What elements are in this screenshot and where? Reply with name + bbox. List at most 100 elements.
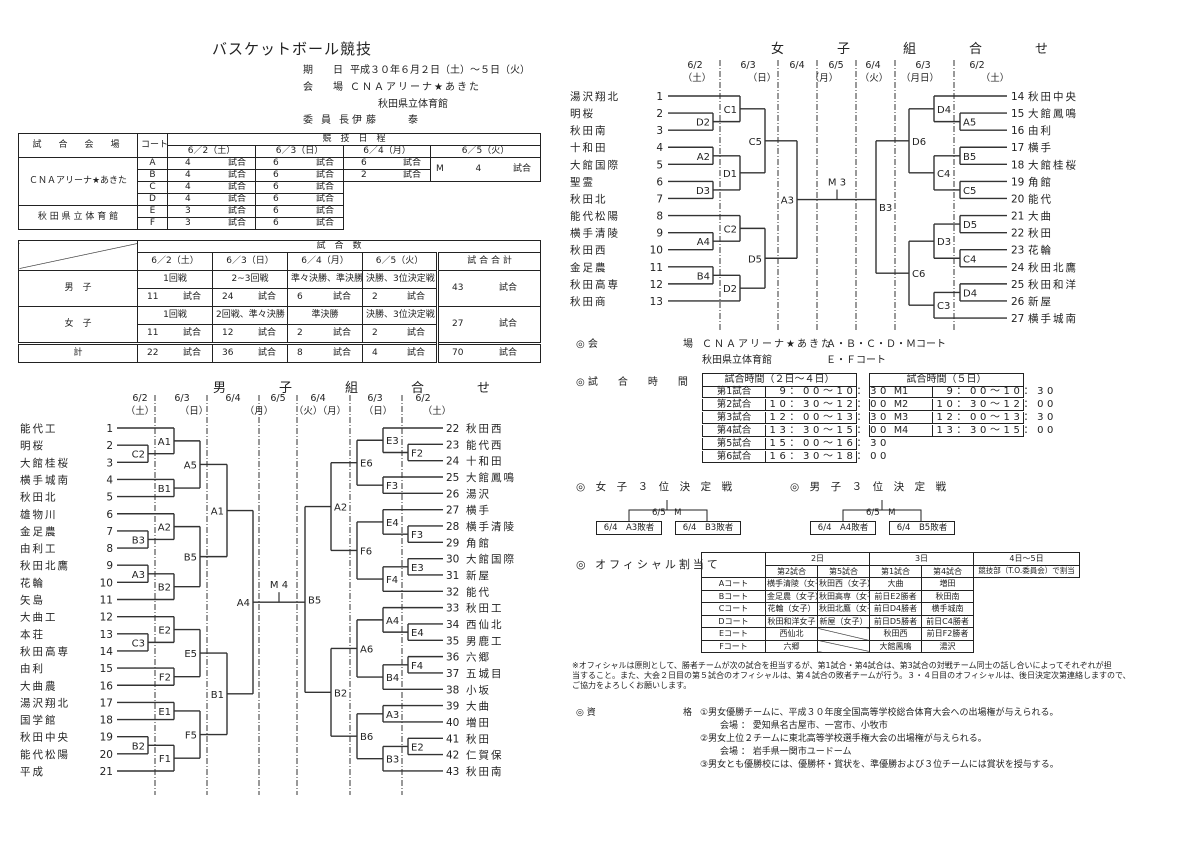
match-label: D6: [912, 137, 926, 148]
match-label: E1: [158, 707, 171, 718]
team-name: 秋田中央: [20, 731, 70, 744]
col-header: 第1試合: [869, 564, 922, 578]
team-seed-number: 18: [100, 715, 113, 727]
game-count-table: 試 合 数 6／2（土） 6／3（日） 6／4（月） 6／5（火） 試 合 合 …: [18, 240, 542, 363]
team-seed-number: 40: [446, 717, 459, 729]
time-value-cell: 12：00～13：30: [766, 412, 886, 424]
team-seed-number: 33: [446, 603, 459, 615]
match-label: F3: [386, 481, 398, 492]
team-name: 金足農: [570, 261, 608, 274]
match-label: D3: [696, 186, 710, 197]
official-team: 花輪（女子）: [765, 602, 818, 616]
match-label: D3: [937, 237, 951, 248]
team-seed-number: 5: [656, 159, 663, 171]
officials-table: 2日 3日 4日～5日 第2試合 第5試合 第1試合 第4試合 競技部（T.O.…: [701, 552, 1080, 653]
team-seed-number: 29: [446, 537, 459, 549]
round-cell: 決勝、3位決定戦: [362, 270, 438, 289]
official-team: 前日D4勝者: [869, 602, 922, 616]
match-label: E6: [360, 459, 373, 470]
court-cell: C: [137, 181, 168, 194]
team-seed-number: 41: [446, 733, 459, 745]
team-seed-number: 19: [100, 732, 113, 744]
weekday-label: （土）: [423, 405, 452, 417]
team-name: 横手清陵: [570, 227, 620, 240]
qualification-venue: 会場 ： 岩手県一関市ユードーム: [720, 747, 852, 757]
match-label: E2: [158, 626, 171, 637]
team-seed-number: 14: [100, 646, 114, 658]
official-team: 湯沢: [921, 639, 974, 653]
team-seed-number: 43: [446, 766, 459, 778]
team-seed-number: 12: [100, 612, 113, 624]
team-name: 六郷: [466, 651, 491, 664]
team-name: 金足農: [20, 525, 58, 538]
match-label: F1: [159, 754, 171, 765]
game-label: 第2試合: [702, 399, 766, 411]
weekday-label: （土）: [981, 72, 1010, 84]
match-times-label: ◎ 試 合 時 間: [576, 377, 688, 388]
team-name: 十和田: [570, 141, 608, 154]
team-seed-number: 16: [1011, 125, 1025, 137]
diagonal-header-cell: [18, 240, 138, 271]
match-label: A3: [132, 570, 145, 581]
game-label: 第6試合: [702, 451, 766, 463]
team-seed-number: 8: [656, 211, 663, 223]
match-label: A6: [360, 644, 373, 655]
court-cell: F: [137, 217, 168, 230]
empty-slash-cell: [817, 627, 870, 641]
empty-slash-cell: [817, 639, 870, 653]
team-name: 増田: [466, 716, 491, 729]
team-seed-number: 11: [650, 262, 663, 274]
match-label: B2: [132, 741, 145, 752]
match-label: A3: [386, 710, 399, 721]
match-label: F2: [411, 448, 423, 459]
date-label: 6/3: [740, 60, 755, 71]
time-value-cell: 13：30～15：00: [766, 425, 886, 437]
match-label: F4: [386, 575, 398, 586]
final-label: M 3: [828, 178, 846, 189]
col-header: 第2試合: [765, 564, 818, 578]
team-seed-number: 1: [656, 91, 663, 103]
team-name: 由利工: [20, 542, 58, 555]
team-seed-number: 5: [106, 492, 113, 504]
official-team: 前日C4勝者: [921, 614, 974, 628]
match-label: D2: [696, 118, 710, 129]
team-seed-number: 17: [100, 697, 113, 709]
date-label: 6/2: [132, 393, 147, 404]
women-third-team-1: 6/4 A3敗者: [596, 521, 662, 535]
match-label: C2: [132, 450, 145, 461]
time-value-cell: 9：00～10：30: [766, 386, 886, 398]
team-name: 湯沢翔北: [20, 696, 70, 709]
sum-label: 計: [18, 342, 138, 363]
date-label: 6/3: [174, 393, 189, 404]
team-seed-number: 42: [446, 750, 459, 762]
match-label: B5: [184, 553, 197, 564]
match-label: A1: [211, 507, 224, 518]
men-label: 男 子: [18, 270, 138, 307]
page-title: バスケットボール競技: [212, 40, 373, 58]
team-name: 秋田西: [570, 244, 608, 257]
men-third-team-2: 6/4 B5敗者: [889, 521, 955, 535]
venue-gym-courts: Ｅ・Ｆコート: [826, 355, 886, 366]
team-seed-number: 23: [1011, 245, 1024, 257]
game-label: M2: [869, 399, 933, 411]
court-label: Bコート: [701, 589, 766, 603]
match-label: B6: [360, 732, 373, 743]
team-seed-number: 7: [106, 526, 113, 538]
total-header: 試 合 合 計: [435, 252, 542, 271]
match-label: A2: [158, 523, 171, 534]
weekday-label: （月）: [810, 72, 839, 84]
match-label: B2: [158, 583, 171, 594]
blank-cell: [701, 552, 766, 578]
period-value: 平成３０年６月２日（土）～５日（火）: [350, 65, 530, 76]
team-seed-number: 24: [1011, 262, 1025, 274]
